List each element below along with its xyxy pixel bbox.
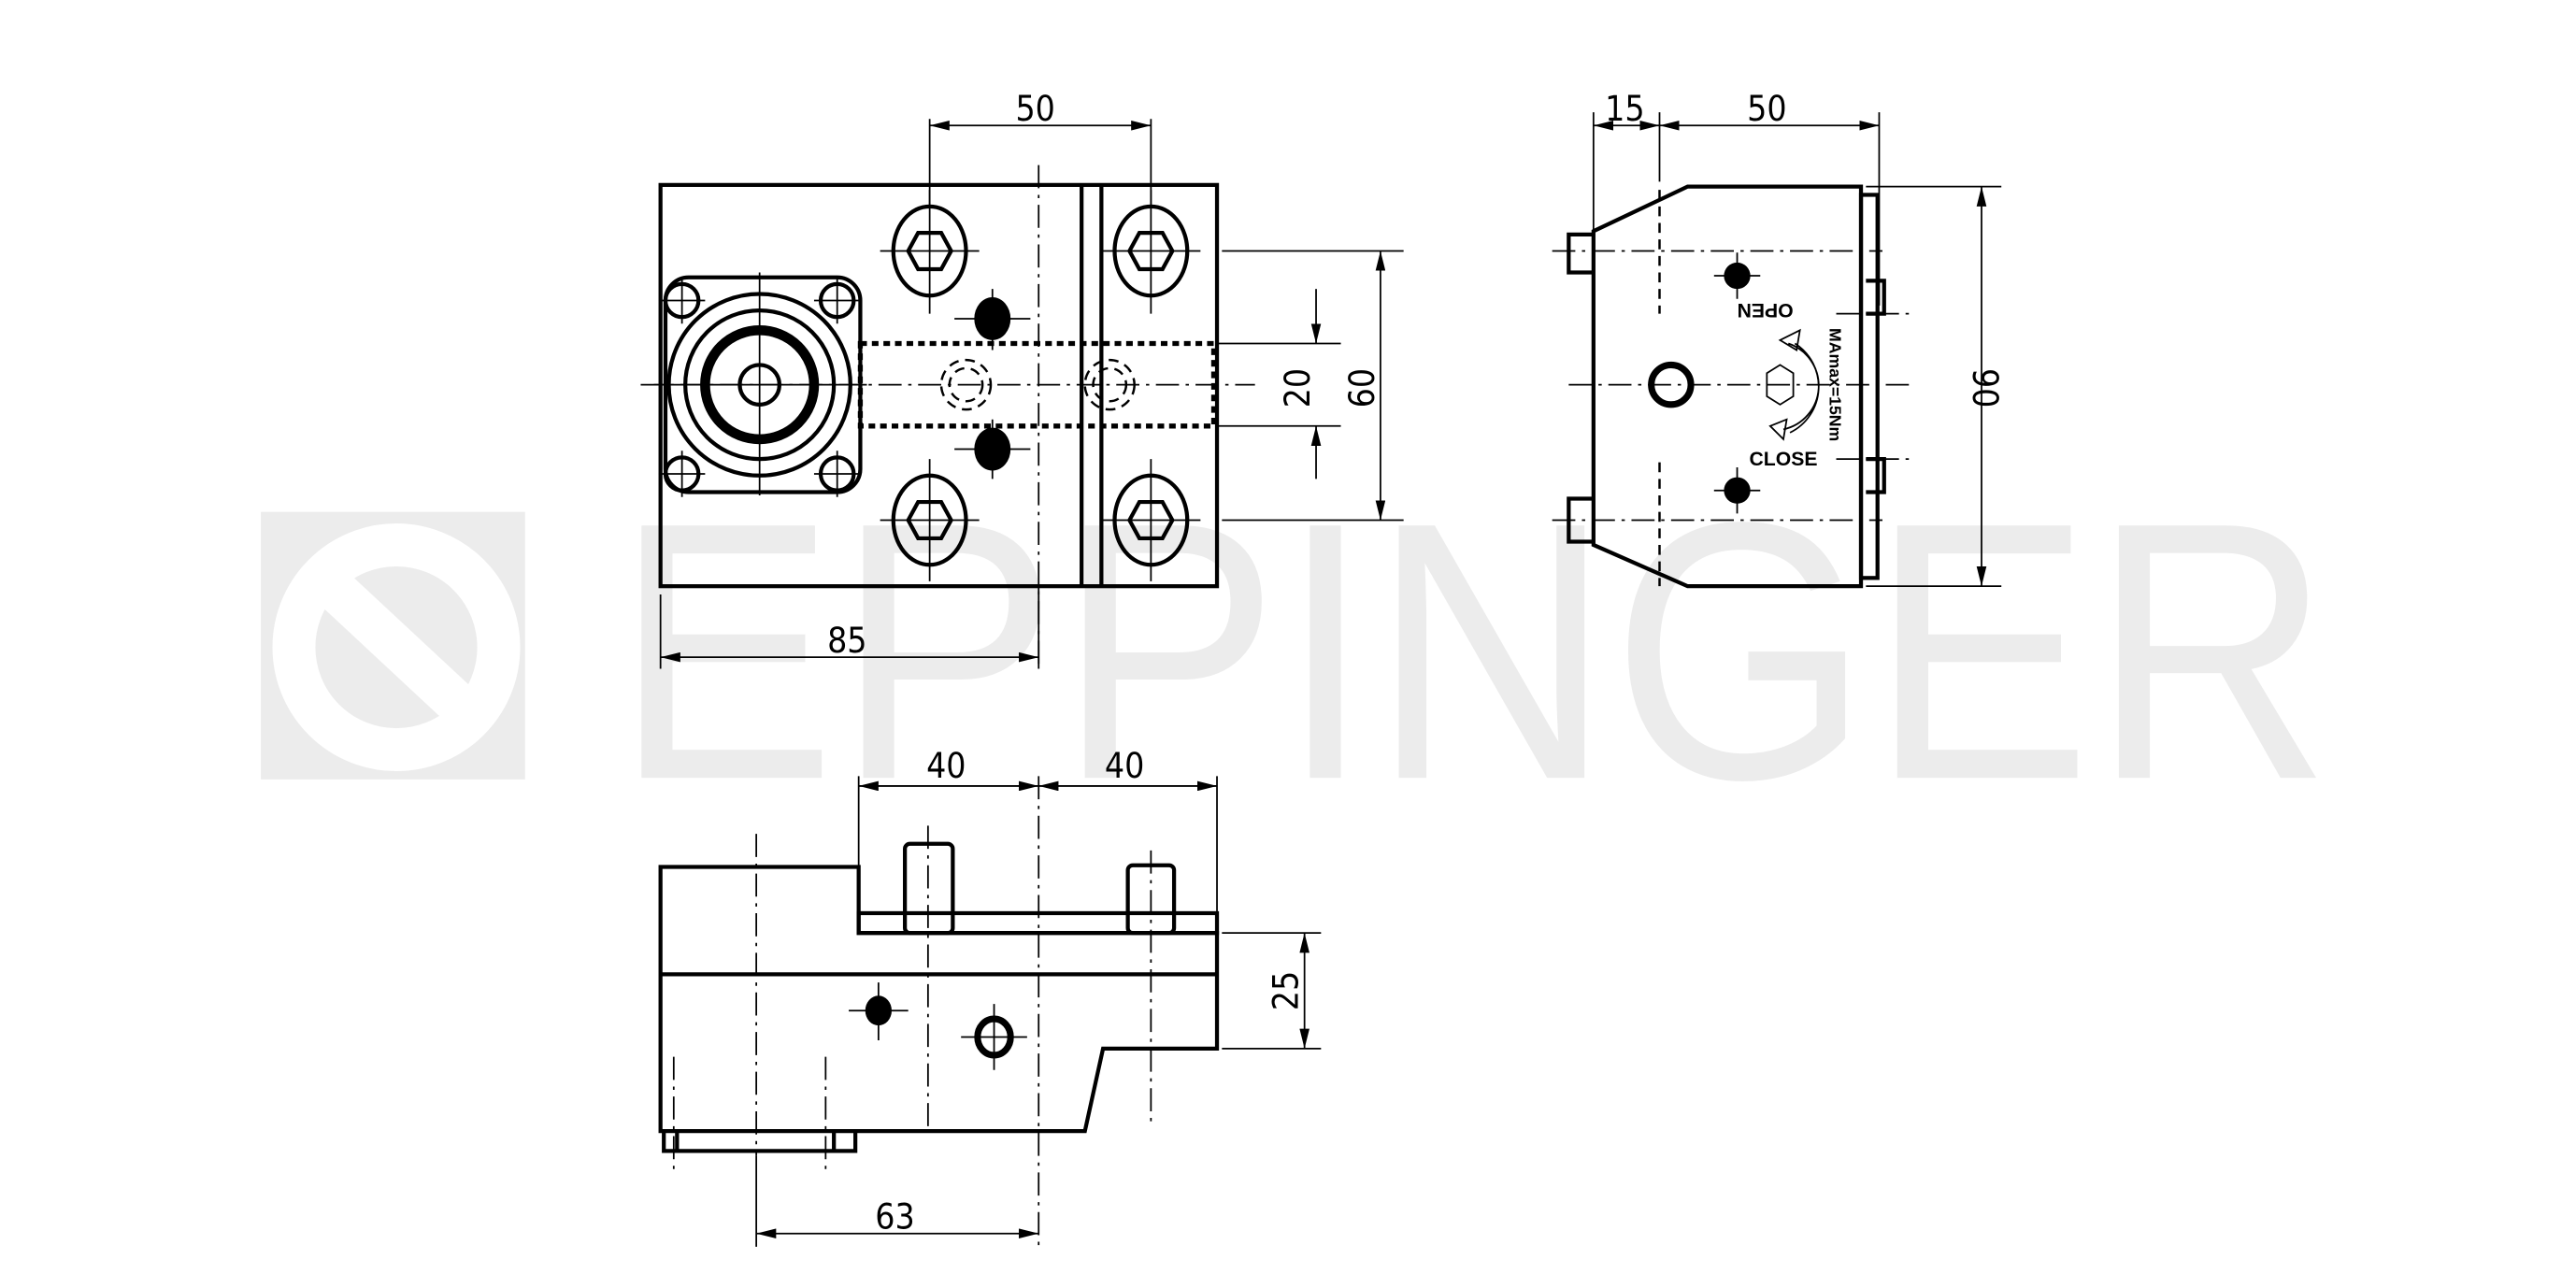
dim-bottom-63: 63: [875, 1196, 914, 1237]
bottom-view: 40 40 25 63: [658, 746, 1322, 1247]
dim-front-20: 20: [1278, 368, 1318, 408]
eppinger-watermark: EPPINGER: [261, 447, 2332, 856]
bolt-heads: [880, 190, 1201, 581]
label-open: OPEN: [1738, 299, 1794, 321]
bottom-dimensions: 40 40 25 63: [755, 746, 1322, 1247]
front-dimensions: 50 85 20 60: [659, 89, 1404, 669]
dim-bottom-40-right: 40: [1105, 746, 1144, 786]
dim-side-50: 50: [1747, 89, 1786, 129]
dim-bottom-25: 25: [1267, 971, 1307, 1010]
dim-front-60: 60: [1342, 368, 1382, 408]
dim-front-50: 50: [1015, 89, 1054, 129]
side-dimensions: 15 50 90: [1592, 89, 2005, 588]
watermark-text: EPPINGER: [614, 447, 2331, 856]
side-view: OPEN CLOSE MAmax=15Nm 15 50 90: [1552, 89, 2005, 589]
drive-flange: [653, 272, 867, 497]
label-torque: MAmax=15Nm: [1825, 328, 1844, 441]
label-close: CLOSE: [1750, 449, 1818, 470]
dim-front-85: 85: [827, 621, 866, 661]
dim-side-90: 90: [1965, 368, 2005, 408]
front-view: 50 85 20 60: [640, 89, 1404, 669]
dim-side-15: 15: [1605, 89, 1644, 129]
dim-bottom-40-left: 40: [926, 746, 966, 786]
